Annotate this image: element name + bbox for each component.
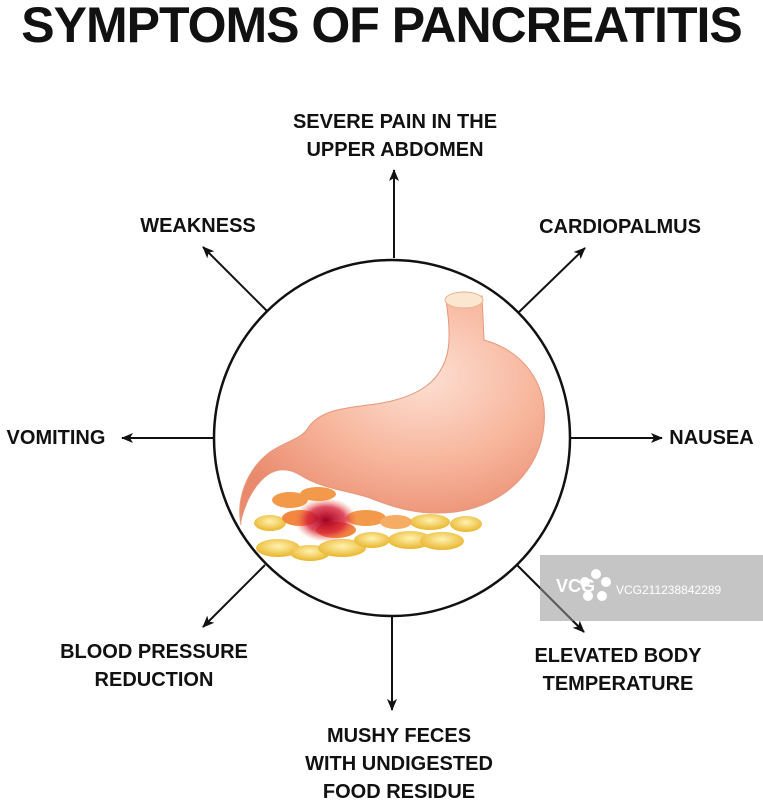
pancreas-illustration <box>254 487 482 561</box>
symptom-label-left: VOMITING <box>6 427 106 449</box>
watermark-overlay <box>540 555 763 621</box>
page-title: SYMPTOMS OF PANCREATITIS <box>21 0 742 53</box>
symptom-label-right: NAUSEA <box>669 427 754 449</box>
watermark-logo: VCG <box>556 576 596 596</box>
symptom-label-bottom-left: BLOOD PRESSURE REDUCTION <box>60 641 248 691</box>
symptom-label-top: SEVERE PAIN IN THE UPPER ABDOMEN <box>292 111 498 161</box>
symptom-label-top-left: WEAKNESS <box>140 215 256 237</box>
watermark-flower-icon <box>580 569 611 601</box>
arrow-down-left <box>202 564 266 628</box>
arrow-up-left <box>202 246 268 312</box>
symptom-label-bottom-right: ELEVATED BODY TEMPERATURE <box>534 645 702 695</box>
symptom-label-top-right: CARDIOPALMUS <box>539 216 701 238</box>
stomach-illustration <box>239 291 545 526</box>
watermark-id: VCG211238842289 <box>616 583 722 597</box>
arrow-up-right <box>517 247 586 314</box>
symptom-label-bottom: MUSHY FECES WITH UNDIGESTED FOOD RESIDUE <box>305 725 493 803</box>
